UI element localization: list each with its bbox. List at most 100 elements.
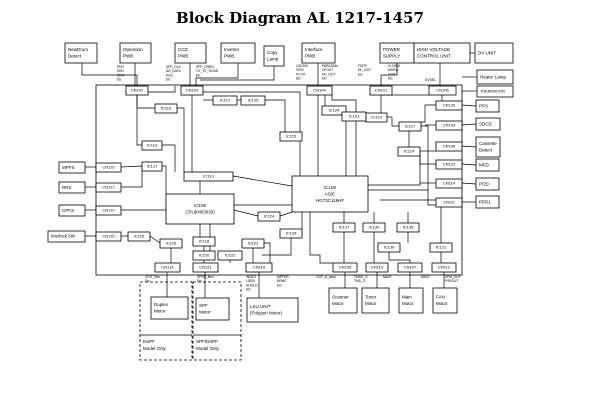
wire (81, 63, 138, 86)
connector-cn117: CN117 (95, 182, 122, 193)
ic121-label: IC121 (220, 98, 231, 103)
ic124-label: IC124 (329, 108, 340, 113)
ppd1-box-label: PPD1 (479, 199, 491, 204)
ic115-left-label: IC115 (134, 234, 145, 239)
lsu-unit-box-label: LSU UNIT (250, 304, 271, 309)
ic114-left-label: IC114 (147, 143, 158, 148)
ic135-label: IC135 (403, 225, 414, 230)
signal-label: VFM_OUT (445, 275, 461, 279)
connector-cn122-label: CN122 (443, 162, 456, 167)
ic131-label: IC131 (436, 245, 447, 250)
duplex-motor-box-label: Motor (154, 309, 166, 314)
wire (265, 99, 286, 132)
wire (200, 66, 275, 81)
signal-label: Etc (145, 279, 150, 283)
power-supply-box-label: POWER (383, 47, 401, 52)
dv-unit-box-label: DV UNIT (478, 50, 496, 55)
signal-label: VCTR (296, 72, 306, 76)
copy-lamp-box-label: Lamp (267, 57, 279, 62)
pod-box: POD (475, 177, 500, 191)
connector-cn106-label: CN106 (436, 88, 449, 93)
ic127-label: IC127 (339, 225, 350, 230)
ic125-label: IC125 (248, 98, 259, 103)
ic122: IC122 (217, 250, 243, 261)
wire (461, 145, 477, 148)
signal-label: MAIO (421, 275, 430, 279)
ic127: IC127 (332, 222, 356, 233)
connector-cn121: CN121 (192, 262, 219, 273)
signal-label: BRMC (277, 279, 287, 283)
wire (420, 125, 436, 206)
connector-cn112-label: CN112 (438, 265, 451, 270)
toner-motor-box-label: Motor (365, 301, 377, 306)
ccd-pwb-box-label: PWB (178, 54, 188, 59)
lsu-unit-box-label: (Polygon Motor) (250, 311, 283, 316)
wire (380, 63, 398, 86)
sdcd-box-label: SDCD (479, 121, 493, 126)
connector-cn103-label: CN103 (186, 88, 199, 93)
hv-control-unit-box-label: CONTROL UNIT (417, 54, 451, 59)
signal-label: OUT_A_sans (316, 275, 336, 279)
connector-cn108-label: CN108 (443, 144, 456, 149)
ic114-left: IC114 (141, 140, 163, 151)
wire (461, 182, 477, 185)
connector-cn130-label: CN130 (443, 103, 456, 108)
main-motor-box-label: Main (402, 295, 412, 300)
signal-label: FDPP (358, 64, 368, 68)
connector-cn116: CN116 (95, 231, 122, 242)
dspf-model-only-label: Model Only (143, 346, 167, 351)
connector-cn113: CN113 (365, 262, 389, 273)
connector-cn114: CN114 (435, 178, 463, 189)
ic130-label: IC130 (369, 225, 380, 230)
connector-cn120: CN120 (95, 162, 122, 173)
connector-cn102-label: CN102 (131, 88, 144, 93)
dspf-model-only-label: DSPF (143, 339, 155, 344)
signal-label: HL_OUT (358, 68, 371, 72)
heater-lamp-box-label: Heater Lamp (480, 74, 507, 79)
signal-label: PEN (117, 65, 124, 69)
ic113-label: IC113 (203, 174, 214, 179)
connector-cn110: CN110 (95, 205, 122, 216)
signal-label: DVSEL (425, 78, 436, 82)
scanner-motor-box-label: Scanner (332, 295, 349, 300)
main-motor-box-label: Motor (402, 301, 414, 306)
interlock-sw-box: Interlock SW (47, 230, 86, 243)
wire (461, 123, 477, 126)
signal-label: Etc (388, 77, 393, 81)
connector-cn104-label: CN104 (313, 88, 326, 93)
connector-cn114-bottom-label: CN114 (161, 265, 174, 270)
wire (368, 156, 421, 186)
signal-label: LIT_ST_ROAD (196, 69, 219, 73)
wire (421, 104, 436, 123)
dspf-option-frame (139, 281, 193, 361)
ic131: IC131 (429, 242, 453, 253)
hv-control-unit-box-label: HIGH VOLTAGE (417, 47, 450, 52)
cpfs-box: CPFS (58, 204, 86, 217)
thermistor-box: THERMISTOR (476, 85, 514, 98)
signal-label: SHOLD (246, 283, 258, 287)
ic125: IC125 (240, 95, 266, 106)
rrs-box: RRS (58, 181, 86, 194)
ic126: IC126 (159, 238, 183, 249)
wire (162, 144, 176, 172)
cpfs-box-label: CPFS (62, 208, 74, 213)
spf-motor-box-label: SPF (199, 303, 208, 308)
sdcd-box: SDCD (475, 117, 501, 131)
connector-cn102: CN102 (125, 85, 149, 96)
mpfs-box: MPFS (58, 161, 86, 174)
ic124-mid: IC124 (257, 211, 281, 222)
thermistor-box-label: THERMISTOR (480, 89, 505, 93)
connector-cn116-label: CN116 (102, 234, 115, 239)
ic113: IC113 (183, 171, 234, 182)
ic116: IC116 (154, 103, 178, 114)
connector-cn112: CN112 (431, 262, 457, 273)
ppd1-box: PPD1 (475, 195, 500, 209)
fan-motor-box-label: FAN (436, 295, 445, 300)
ic136-label: IC136 (384, 245, 395, 250)
signal-label: Etc (117, 78, 122, 82)
signal-label: PARADDirr (322, 64, 339, 68)
